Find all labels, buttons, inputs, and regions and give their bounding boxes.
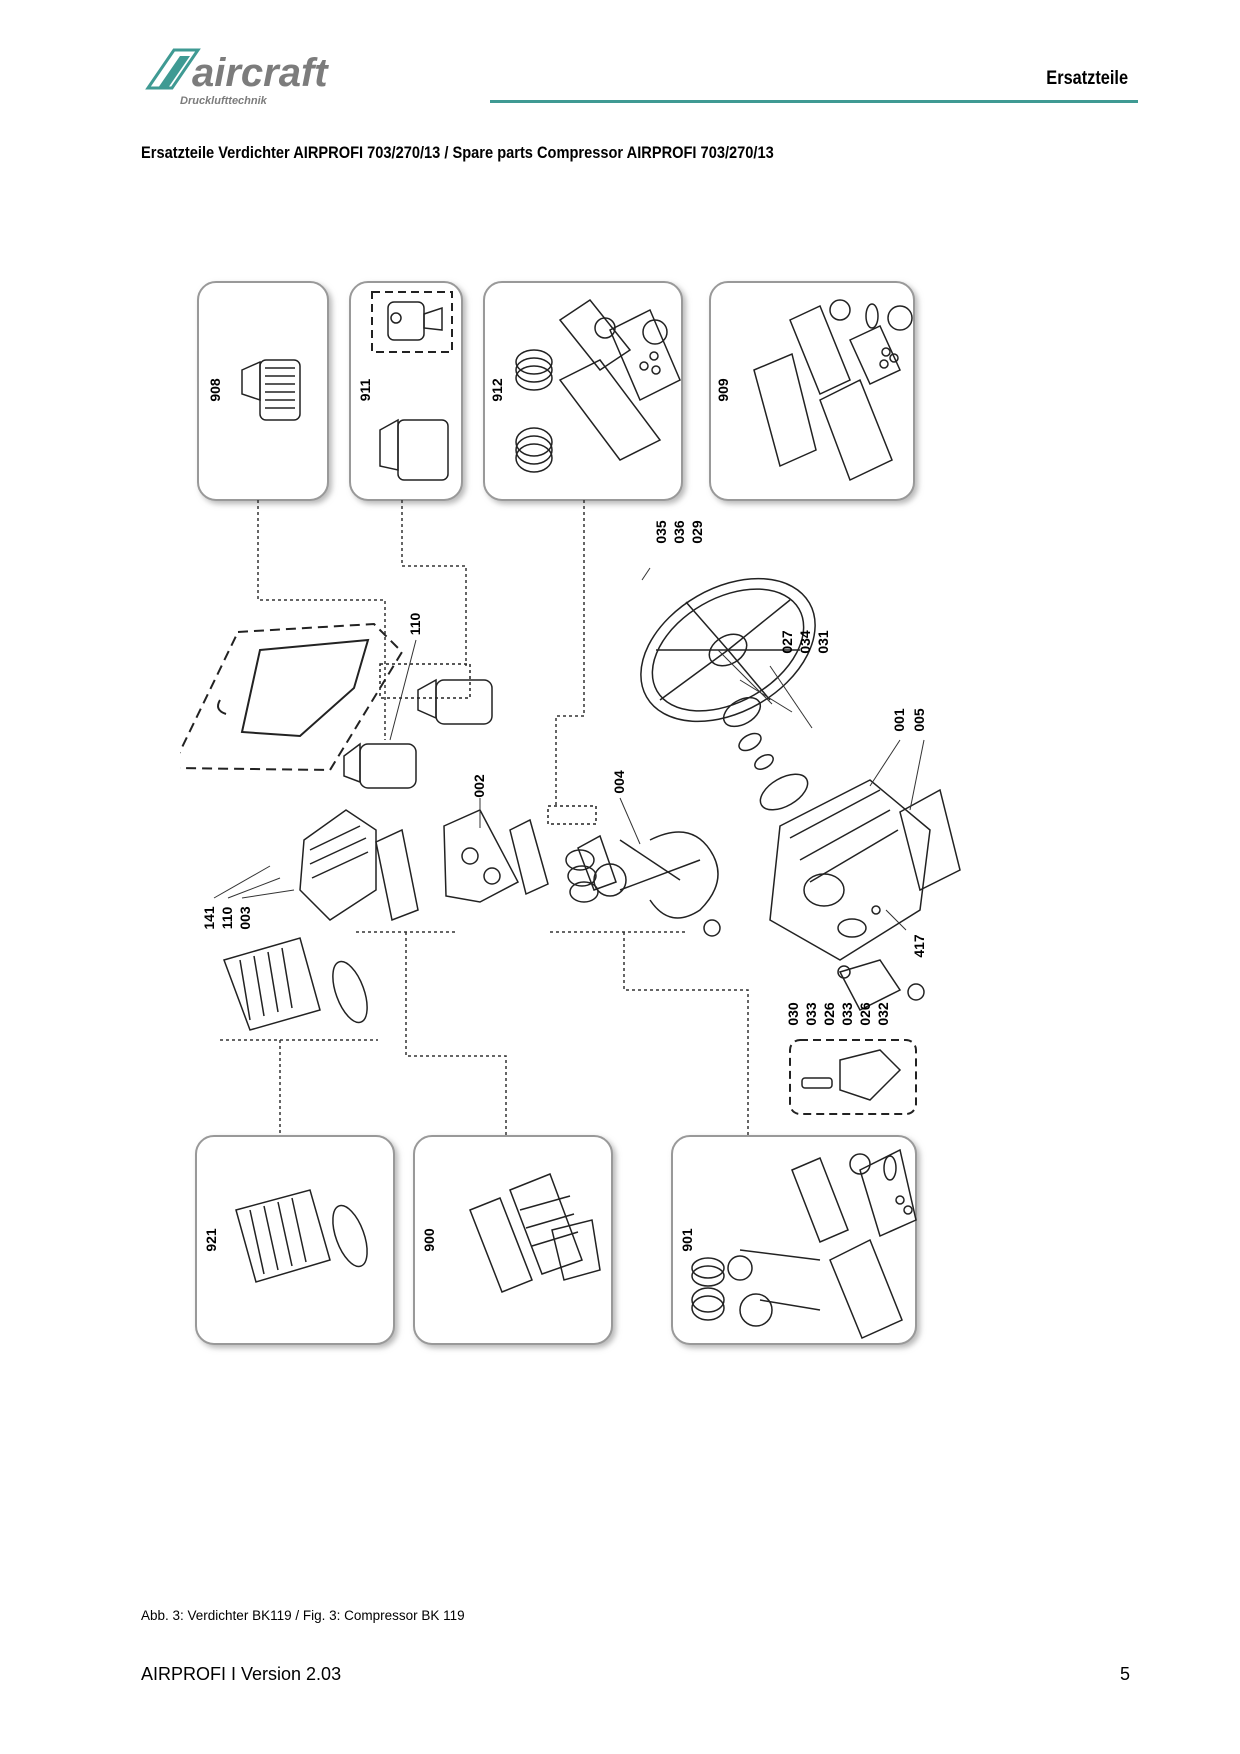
part-label-031: 031 — [815, 630, 831, 654]
part-label-026-b: 026 — [857, 1002, 873, 1026]
part-label-033-b: 033 — [839, 1002, 855, 1026]
figure-caption: Abb. 3: Verdichter BK119 / Fig. 3: Compr… — [141, 1608, 465, 1623]
kit-label-900: 900 — [421, 1228, 437, 1252]
part-label-029: 029 — [689, 520, 705, 544]
part-label-036: 036 — [671, 520, 687, 544]
header-divider — [490, 100, 1138, 103]
part-label-004: 004 — [611, 770, 627, 794]
kit-label-912: 912 — [489, 378, 505, 402]
kit-box-908: 908 — [197, 281, 329, 501]
part-label-005: 005 — [911, 708, 927, 732]
part-label-032: 032 — [875, 1002, 891, 1026]
part-label-417: 417 — [911, 934, 927, 958]
kit-box-900: 900 — [413, 1135, 613, 1345]
logo-subtitle: Drucklufttechnik — [180, 95, 268, 107]
part-label-033: 033 — [803, 1002, 819, 1026]
kit-label-901: 901 — [679, 1228, 695, 1252]
footer-version: AIRPROFI I Version 2.03 — [141, 1664, 342, 1684]
aircraft-logo: aircraft Drucklufttechnik — [145, 48, 329, 107]
part-label-110: 110 — [219, 906, 235, 929]
part-label-141: 141 — [201, 906, 217, 930]
logo-brand: aircraft — [192, 51, 329, 95]
kit-box-901: 901 — [671, 1135, 917, 1345]
kit-label-909: 909 — [715, 378, 731, 402]
part-label-002: 002 — [471, 774, 487, 798]
part-label-027: 027 — [779, 630, 795, 654]
part-label-001: 001 — [891, 708, 907, 732]
exploded-view-diagram: 908 911 912 — [180, 281, 961, 1345]
page-number: 5 — [1119, 1664, 1130, 1684]
kit-label-911: 911 — [357, 378, 373, 401]
kit-label-908: 908 — [207, 378, 223, 402]
page-title: Ersatzteile Verdichter AIRPROFI 703/270/… — [141, 143, 774, 162]
part-label-034: 034 — [797, 630, 813, 654]
kit-box-911: 911 — [349, 281, 463, 501]
kit-label-921: 921 — [203, 1228, 219, 1252]
part-label-110-top: 110 — [407, 612, 423, 635]
kit-box-921: 921 — [195, 1135, 395, 1345]
kit-box-909: 909 — [709, 281, 915, 501]
part-label-026: 026 — [821, 1002, 837, 1026]
kit-box-912: 912 — [483, 281, 683, 501]
part-label-003: 003 — [237, 906, 253, 930]
part-label-035: 035 — [653, 520, 669, 544]
part-label-030: 030 — [785, 1002, 801, 1026]
section-title: Ersatzteile — [1046, 68, 1128, 89]
